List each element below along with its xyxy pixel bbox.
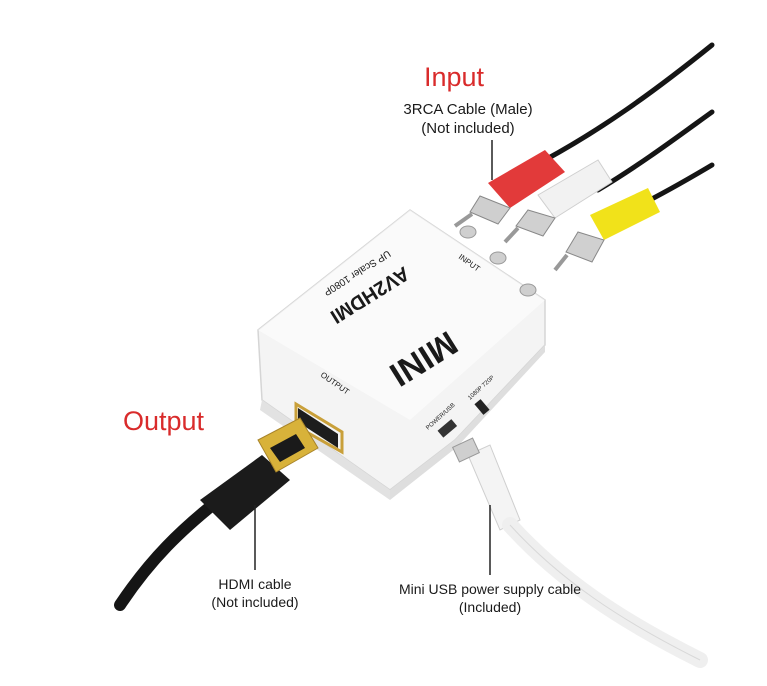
- usb-cable-caption: Mini USB power supply cable (Included): [370, 580, 610, 616]
- rca-caption-line2: (Not included): [421, 120, 515, 137]
- usb-caption-line1: Mini USB power supply cable: [398, 581, 582, 597]
- usb-port: [437, 399, 490, 438]
- hdmi-port: [294, 401, 344, 455]
- hdmi-cable-caption: HDMI cable (Not included): [195, 575, 315, 611]
- rca-plug-white: [503, 159, 613, 244]
- hdmi-cable: [114, 417, 319, 611]
- hdmi-caption-line2: (Not included): [211, 594, 299, 610]
- usb-caption-line2: (Included): [458, 599, 522, 615]
- callout-lines: [254, 140, 493, 575]
- output-heading: Output: [123, 406, 205, 436]
- device-rca-jacks: [459, 225, 537, 297]
- usb-cable: [451, 437, 708, 668]
- hdmi-caption-line1: HDMI cable: [218, 576, 292, 592]
- rca-cable-caption: 3RCA Cable (Male) (Not included): [368, 100, 568, 138]
- input-heading: Input: [424, 62, 485, 92]
- rca-plug-yellow: [553, 188, 660, 272]
- rca-caption-line1: 3RCA Cable (Male): [403, 101, 533, 118]
- rca-plug-red: [453, 150, 565, 228]
